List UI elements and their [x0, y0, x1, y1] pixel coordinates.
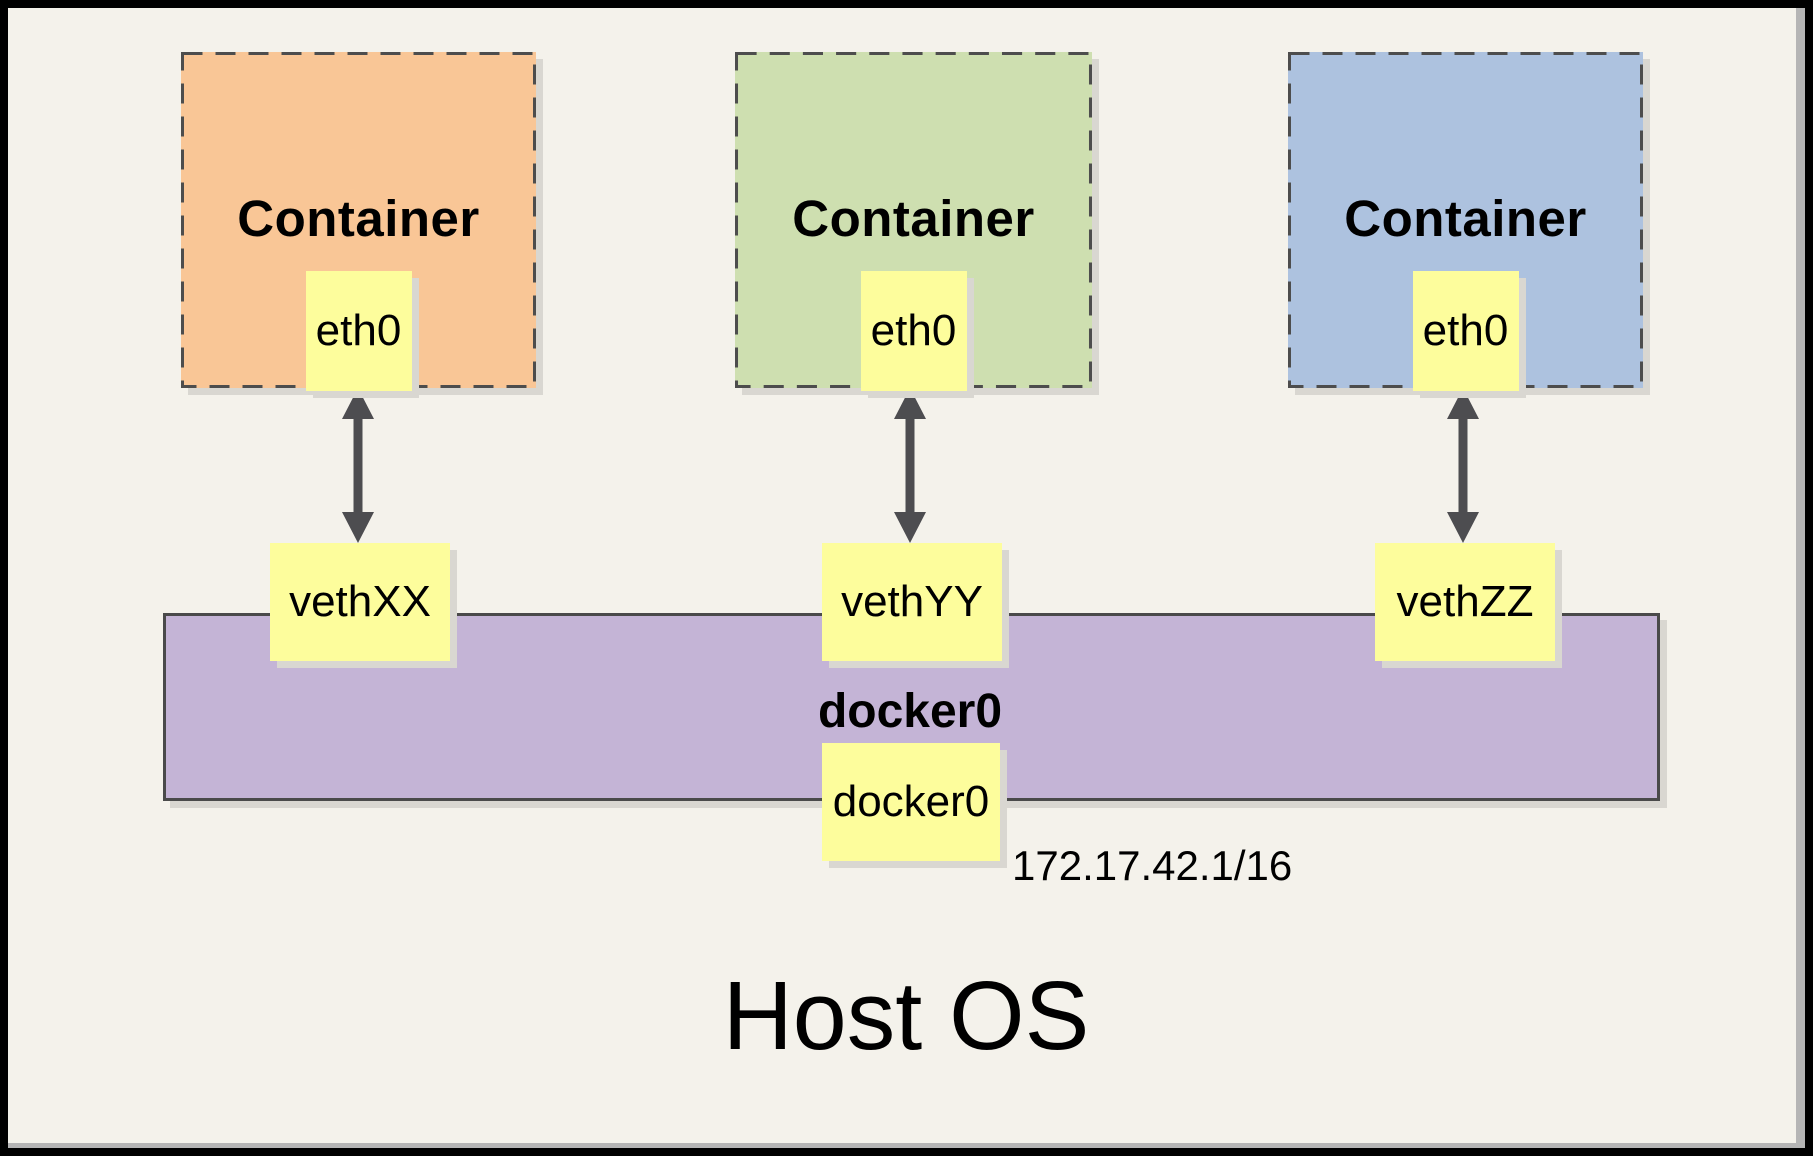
docker0-interface-box: docker0	[822, 743, 1000, 861]
eth0-label: eth0	[870, 306, 957, 355]
container-label: Container	[792, 189, 1035, 247]
container-box-2: Container eth0	[735, 52, 1092, 391]
vethxx-label: vethXX	[289, 577, 431, 626]
container-box-3: Container eth0	[1288, 52, 1643, 391]
eth0-label: eth0	[315, 306, 402, 355]
double-arrow-icon-3	[1447, 388, 1479, 543]
docker0-bridge-label: docker0	[817, 685, 1003, 738]
vethzz-label: vethZZ	[1396, 577, 1534, 626]
eth0-box: eth0	[1412, 271, 1519, 391]
double-arrow-icon-2	[894, 388, 926, 543]
double-arrow-icon-1	[342, 388, 374, 543]
vethzz-box: vethZZ	[1375, 543, 1555, 661]
eth0-box: eth0	[305, 271, 412, 391]
ip-address-label: 172.17.42.1/16	[1012, 842, 1293, 889]
vethxx-box: vethXX	[270, 543, 450, 661]
docker0-interface-label: docker0	[832, 777, 990, 826]
container-label: Container	[237, 189, 480, 247]
eth0-label: eth0	[1422, 306, 1509, 355]
vethyy-label: vethYY	[841, 577, 983, 626]
host-os-label: Host OS	[722, 961, 1090, 1070]
eth0-box: eth0	[860, 271, 967, 391]
container-box-1: Container eth0	[181, 52, 536, 391]
container-label: Container	[1344, 189, 1587, 247]
vethyy-box: vethYY	[822, 543, 1002, 661]
